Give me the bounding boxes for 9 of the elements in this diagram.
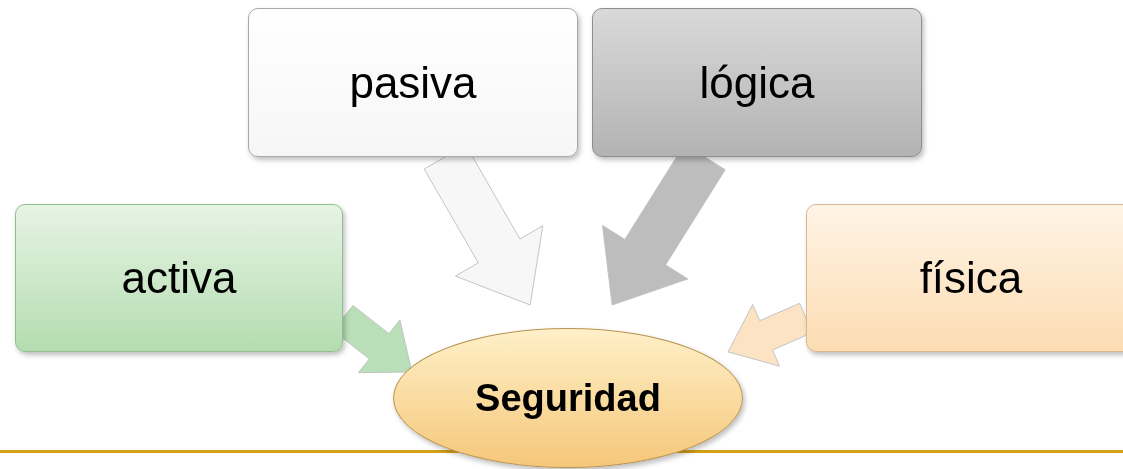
process-box — [15, 204, 343, 352]
process-box — [592, 8, 922, 157]
process-box — [806, 204, 1123, 352]
node-label: física — [919, 253, 1023, 303]
node-label: Seguridad — [475, 376, 661, 420]
node-label: pasiva — [349, 57, 477, 108]
node-label: activa — [121, 253, 237, 303]
node-label: lógica — [699, 57, 815, 108]
process-box — [248, 8, 578, 157]
